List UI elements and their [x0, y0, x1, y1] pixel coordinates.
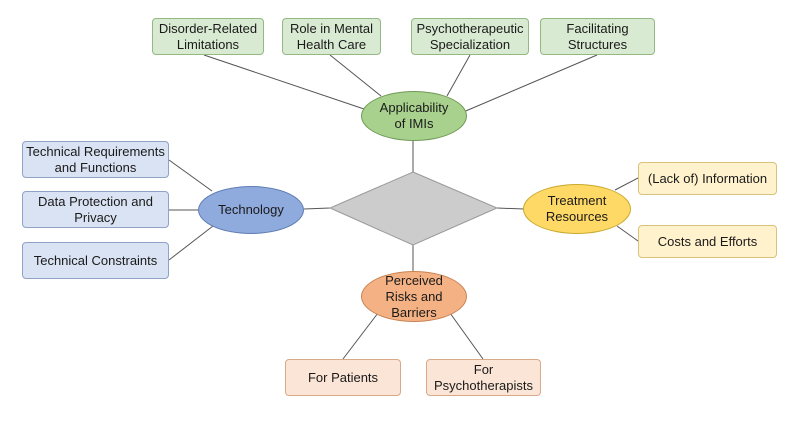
- hub-perceived-risks: Perceived Risks and Barriers: [361, 271, 467, 322]
- connector-center-technology: [303, 207, 331, 210]
- node-technical-constraints: Technical Constraints: [22, 242, 169, 279]
- node-role-in-mental-health-care: Role in Mental Health Care: [282, 18, 381, 55]
- connector-treatment-costs: [616, 225, 639, 242]
- node-for-psychotherapists: For Psychotherapists: [426, 359, 541, 396]
- hub-treatment-resources: Treatment Resources: [523, 184, 631, 234]
- connector-applicability-psycho: [446, 54, 471, 97]
- node-technical-requirements: Technical Requirements and Functions: [22, 141, 169, 178]
- node-facilitating-structures: Facilitating Structures: [540, 18, 655, 55]
- hub-technology: Technology: [198, 186, 304, 234]
- connector-treatment-information: [614, 177, 639, 191]
- node-lack-of-information: (Lack of) Information: [638, 162, 777, 195]
- node-psychotherapeutic-specialization: Psychotherapeutic Specialization: [411, 18, 529, 55]
- node-costs-and-efforts: Costs and Efforts: [638, 225, 777, 258]
- connector-applicability-disorder: [203, 54, 368, 111]
- node-data-protection: Data Protection and Privacy: [22, 191, 169, 228]
- connector-technology-requirements: [168, 159, 213, 192]
- center-diamond: [328, 171, 499, 246]
- hub-applicability: Applicability of IMIs: [361, 91, 467, 141]
- connector-technology-constraints: [168, 225, 214, 261]
- node-disorder-related-limitations: Disorder-Related Limitations: [152, 18, 264, 55]
- node-for-patients: For Patients: [285, 359, 401, 396]
- connector-center-treatment: [496, 207, 525, 210]
- connector-risks-psychotherapists: [449, 312, 484, 360]
- connector-applicability-role: [329, 54, 382, 97]
- connector-applicability-facilitating: [460, 54, 598, 114]
- connector-risks-patients: [342, 312, 379, 360]
